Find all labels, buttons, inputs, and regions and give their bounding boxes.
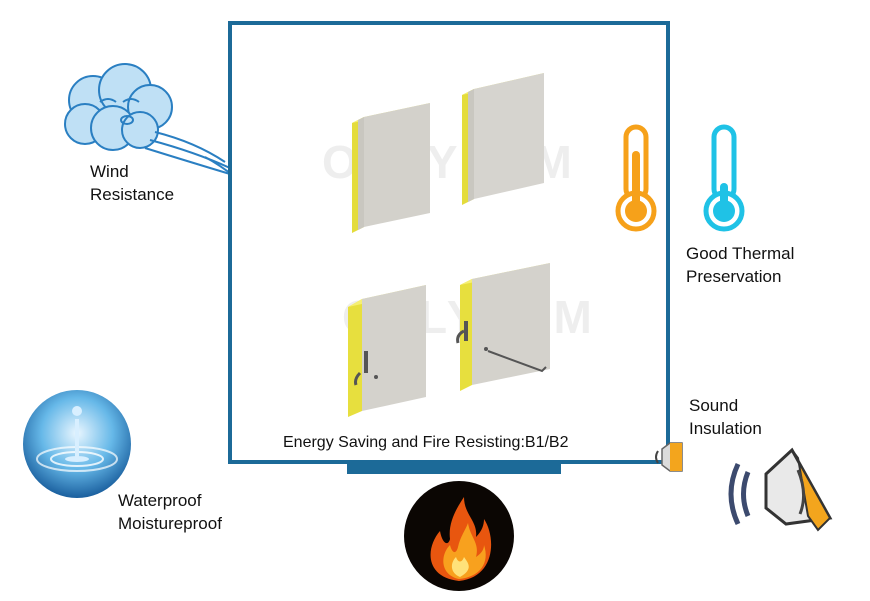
frame-bar <box>347 463 561 474</box>
sandwich-panel-top-right <box>462 73 544 205</box>
speaker-icon <box>728 447 833 532</box>
small-speaker-icon <box>655 442 683 472</box>
fire-icon <box>404 481 514 591</box>
sandwich-panel-top-left <box>352 103 430 233</box>
sound-label: Sound Insulation <box>689 396 762 438</box>
wind-label: Wind Resistance <box>90 162 175 204</box>
thermal-label: Good Thermal Preservation <box>686 244 795 286</box>
water-drop-icon <box>23 390 131 498</box>
wind-cloud-icon <box>64 63 296 187</box>
sandwich-panel-bottom-left <box>348 285 426 417</box>
sandwich-panel-bottom-right <box>456 263 550 391</box>
product-frame: ONLYKEM ONLYKEM Energy Saving and Fire R… <box>228 21 670 464</box>
thermometer-cold-icon <box>703 124 745 232</box>
water-label: Waterproof Moistureproof <box>118 491 222 533</box>
feature-caption: Energy Saving and Fire Resisting:B1/B2 <box>283 434 569 451</box>
thermometer-warm-icon <box>615 124 657 232</box>
